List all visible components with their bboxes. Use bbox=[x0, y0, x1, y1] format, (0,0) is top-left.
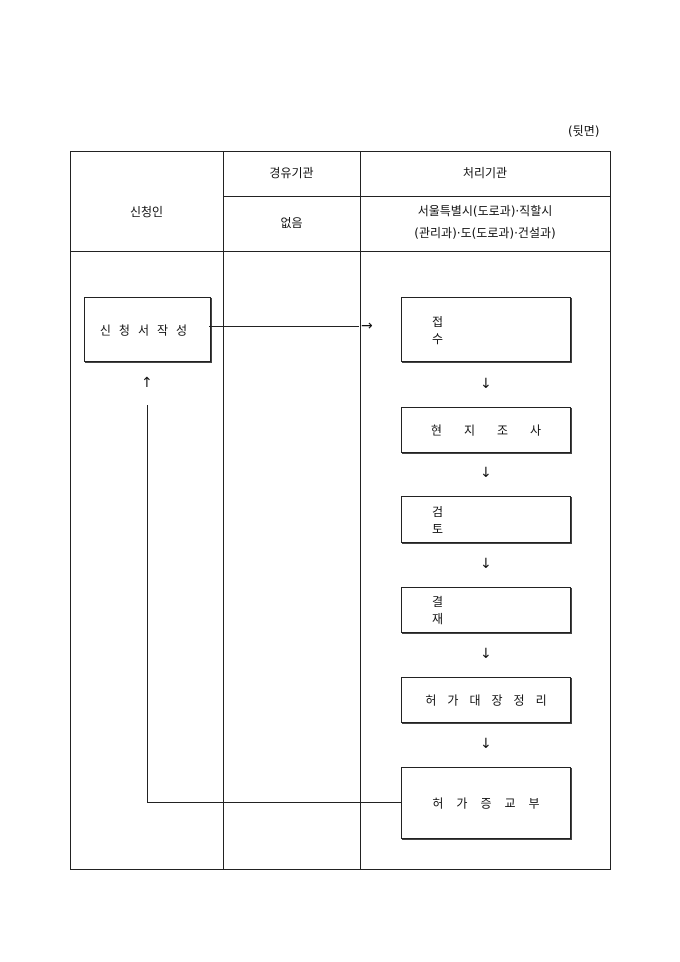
step-box-site-survey: 현지조사 bbox=[401, 407, 571, 453]
step-box-application-writing: 신청서작성 bbox=[84, 297, 211, 362]
step-box-receipt: 접수 bbox=[401, 297, 571, 362]
return-line-horizontal bbox=[147, 802, 401, 803]
step-box-approval: 결재 bbox=[401, 587, 571, 633]
step-label-approval: 결재 bbox=[432, 595, 522, 626]
step-box-review: 검토 bbox=[401, 496, 571, 543]
down-arrow-icon: ↓ bbox=[480, 556, 492, 572]
step-box-permit-issue: 허가증교부 bbox=[401, 767, 571, 839]
processing-agency-line1: 서울특별시(도로과)·직할시 bbox=[417, 204, 553, 218]
right-arrow-icon: → bbox=[361, 318, 373, 334]
down-arrow-icon: ↓ bbox=[480, 646, 492, 662]
down-arrow-icon: ↓ bbox=[480, 376, 492, 392]
header-via-agency: 경유기관 bbox=[269, 166, 314, 180]
header-processing-agency: 처리기관 bbox=[462, 166, 508, 180]
down-arrow-icon: ↓ bbox=[480, 465, 492, 481]
step-label-receipt: 접수 bbox=[432, 314, 522, 346]
return-line-vertical bbox=[147, 405, 148, 802]
header-applicant: 신청인 bbox=[129, 205, 164, 219]
via-agency-value: 없음 bbox=[280, 216, 303, 230]
step-label-permit-ledger: 허가대장정리 bbox=[425, 693, 558, 708]
step-label-permit-issue: 허가증교부 bbox=[432, 796, 553, 811]
down-arrow-icon: ↓ bbox=[480, 736, 492, 752]
processing-agency-line2: (관리과)·도(도로과)·건설과) bbox=[414, 226, 556, 240]
step-label-site-survey: 현지조사 bbox=[430, 423, 564, 438]
step-box-permit-ledger: 허가대장정리 bbox=[401, 677, 571, 723]
connector-application-to-receipt bbox=[209, 326, 359, 327]
page-side-label: (뒷면) bbox=[568, 124, 600, 138]
step-label-review: 검토 bbox=[432, 504, 522, 536]
step-label-application-writing: 신청서작성 bbox=[99, 323, 196, 337]
up-arrow-icon: ↑ bbox=[141, 375, 153, 391]
